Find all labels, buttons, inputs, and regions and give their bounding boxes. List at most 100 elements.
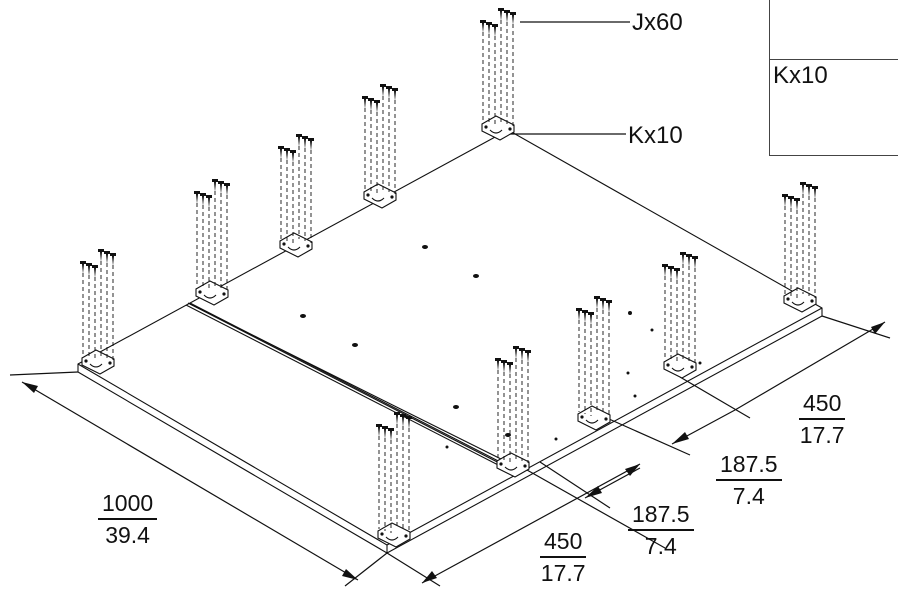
fastener-set xyxy=(376,412,412,548)
dim-offset-back-mm: 187.5 xyxy=(716,453,782,481)
screw xyxy=(394,412,400,415)
screw xyxy=(794,198,800,201)
screw xyxy=(686,254,692,257)
screw xyxy=(200,193,206,196)
screw xyxy=(368,98,374,101)
screw xyxy=(812,186,818,189)
screw-callout: Jx60 xyxy=(632,9,683,36)
screw xyxy=(110,253,116,256)
dim-width-back-in: 17.7 xyxy=(799,422,845,448)
screw xyxy=(495,358,501,361)
screw xyxy=(388,428,394,431)
screw xyxy=(582,310,588,313)
dim-offset-front-in: 7.4 xyxy=(644,533,677,559)
screw xyxy=(513,346,519,349)
screw xyxy=(374,100,380,103)
fastener-clusters xyxy=(80,8,818,548)
screw xyxy=(519,348,525,351)
screw xyxy=(525,350,531,353)
dim-length-mm: 1000 xyxy=(98,492,158,520)
fastener-set xyxy=(362,84,398,209)
screw xyxy=(224,183,230,186)
screw xyxy=(594,296,600,299)
bracket xyxy=(363,183,397,209)
dim-width-back-mm: 450 xyxy=(799,392,846,420)
dim-offset-back-in: 7.4 xyxy=(732,483,765,509)
bracket xyxy=(279,232,313,258)
screw xyxy=(588,312,594,315)
screw xyxy=(510,12,516,15)
dim-width-front-mm: 450 xyxy=(540,530,587,558)
screw xyxy=(501,360,507,363)
dim-offset-front: 187.5 7.4 xyxy=(628,503,694,558)
legend-bracket-label: Kx10 xyxy=(773,62,828,89)
dim-width-front: 450 17.7 xyxy=(540,530,587,586)
screw xyxy=(480,20,486,23)
screw xyxy=(362,96,368,99)
screw xyxy=(674,268,680,271)
screw xyxy=(278,146,284,149)
screw xyxy=(80,261,86,264)
fastener-set xyxy=(495,346,531,478)
screw xyxy=(218,181,224,184)
screw xyxy=(380,84,386,87)
bracket xyxy=(496,452,530,478)
screw xyxy=(606,300,612,303)
dim-width-back: 450 17.7 xyxy=(799,392,846,448)
legend-divider xyxy=(770,59,898,60)
screw xyxy=(98,249,104,252)
fastener-set xyxy=(80,249,116,375)
bracket xyxy=(81,349,115,375)
screw xyxy=(486,22,492,25)
bracket xyxy=(783,287,817,313)
fastener-set xyxy=(782,182,818,313)
screw xyxy=(194,191,200,194)
screw xyxy=(382,426,388,429)
screw xyxy=(492,24,498,27)
screw xyxy=(406,416,412,419)
parts-legend xyxy=(769,0,898,156)
screw xyxy=(662,264,668,267)
screw xyxy=(692,256,698,259)
panel-holes xyxy=(300,245,702,449)
screw xyxy=(86,263,92,266)
screw xyxy=(800,182,806,185)
fastener-set xyxy=(480,8,516,141)
dim-offset-back: 187.5 7.4 xyxy=(716,453,782,508)
dim-length-in: 39.4 xyxy=(105,522,150,548)
bracket-callout: Kx10 xyxy=(628,122,683,149)
screw xyxy=(600,298,606,301)
screw xyxy=(290,150,296,153)
screw xyxy=(284,148,290,151)
screw xyxy=(400,414,406,417)
base-panel xyxy=(77,129,823,546)
screw xyxy=(104,251,110,254)
bracket xyxy=(195,280,229,306)
screw xyxy=(504,10,510,13)
dim-line-width-back xyxy=(734,321,886,411)
fastener-set xyxy=(662,252,698,379)
screw xyxy=(296,134,302,137)
screw xyxy=(92,265,98,268)
fastener-set xyxy=(576,296,612,431)
screw xyxy=(576,308,582,311)
screw xyxy=(302,136,308,139)
screw xyxy=(806,184,812,187)
screw xyxy=(782,194,788,197)
screw xyxy=(308,138,314,141)
bracket xyxy=(377,522,411,548)
dim-line-width-front xyxy=(421,463,641,584)
bracket xyxy=(577,405,611,431)
fastener-set xyxy=(278,134,314,258)
dim-offset-front-mm: 187.5 xyxy=(628,503,694,531)
screw xyxy=(788,196,794,199)
fastener-set xyxy=(194,179,230,306)
screw xyxy=(680,252,686,255)
screw xyxy=(668,266,674,269)
dim-line-length xyxy=(21,381,359,581)
dim-width-front-in: 17.7 xyxy=(540,560,586,586)
screw xyxy=(212,179,218,182)
screw xyxy=(498,8,504,11)
